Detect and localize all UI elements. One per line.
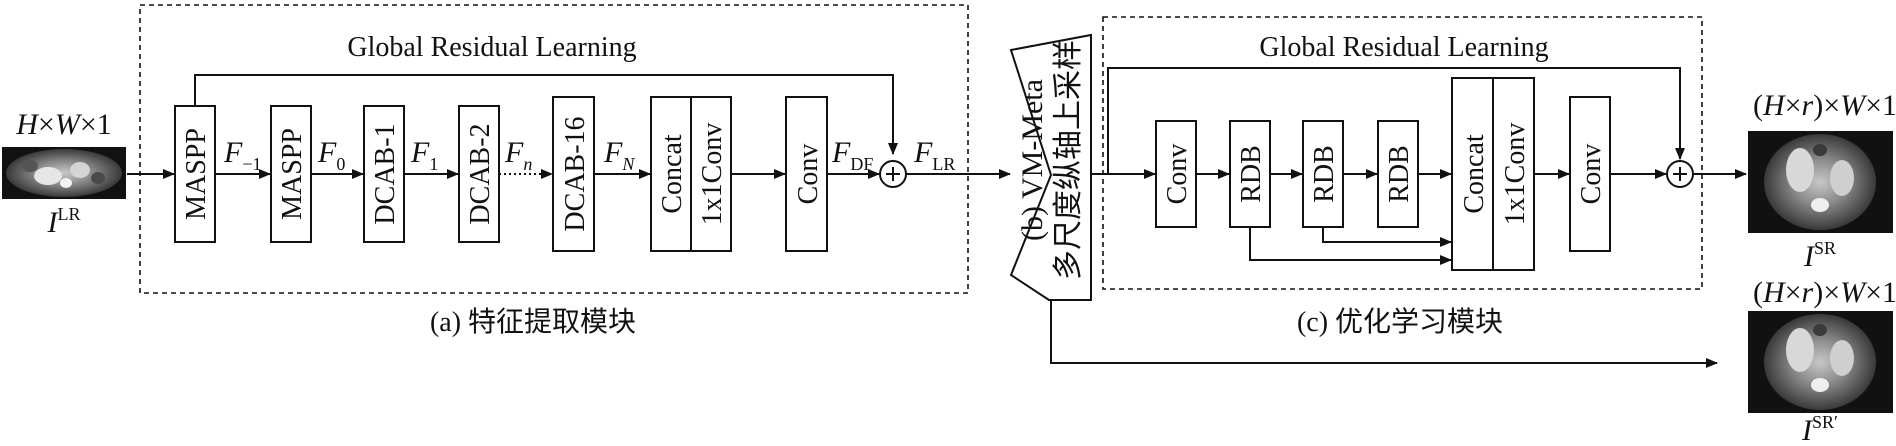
block-1x1conv-opt: 1x1Conv [1492, 77, 1535, 271]
output-sr-dims: (H×r)×W×1 [1753, 89, 1896, 122]
arrow-rdb2-skip [1322, 227, 1452, 247]
output-sr-label: ISR [1803, 238, 1836, 273]
block-rdb-2: RDB [1302, 120, 1344, 228]
optimization-residual-line [1107, 67, 1685, 174]
input-ct-image [2, 147, 126, 199]
input-label: ILR [46, 204, 80, 239]
arrow-rdb1-skip [1249, 227, 1452, 265]
svg-text:Conv: Conv [793, 144, 824, 205]
label-f1: F1 [410, 136, 438, 174]
block-rdb-1: RDB [1229, 120, 1271, 228]
label-fN: FN [603, 136, 635, 174]
svg-text:DCAB-1: DCAB-1 [370, 123, 401, 224]
optimization-module-caption: (c) 优化学习模块 [1297, 306, 1503, 338]
block-dcab-1: DCAB-1 [363, 105, 405, 243]
svg-text:1x1Conv: 1x1Conv [1500, 123, 1531, 226]
feature-global-residual-label: Global Residual Learning [347, 32, 636, 63]
output-srprime-ct-image [1748, 311, 1893, 413]
output-srprime-label: ISR′ [1801, 412, 1838, 446]
vm-meta-upsample-block: (b) VM-Meta 多尺度纵轴上采样 [1009, 33, 1092, 301]
label-fDF: FDF [831, 136, 873, 174]
svg-text:Concat: Concat [657, 134, 688, 214]
block-concat-opt: Concat [1451, 77, 1494, 271]
svg-text:MASPP: MASPP [181, 128, 212, 220]
output-sr-ct-image [1748, 131, 1893, 233]
feature-residual-line [194, 74, 898, 155]
svg-text:Conv: Conv [1162, 144, 1193, 205]
svg-text:1x1Conv: 1x1Conv [697, 123, 728, 226]
optimization-residual-add-icon [1666, 160, 1694, 188]
label-f-minus1: F−1 [223, 136, 261, 174]
svg-text:RDB: RDB [1236, 145, 1267, 203]
feature-residual-add-icon [879, 160, 907, 188]
label-fLR: FLR [913, 136, 955, 174]
svg-text:Conv: Conv [1576, 144, 1607, 205]
block-rdb-3: RDB [1377, 120, 1419, 228]
block-maspp-2: MASPP [270, 105, 312, 243]
block-dcab-16: DCAB-16 [552, 96, 595, 252]
input-dims: H×W×1 [15, 108, 112, 141]
svg-text:(b) VM-Meta: (b) VM-Meta [1016, 79, 1049, 241]
optimization-module-frame [1102, 16, 1703, 290]
svg-text:多尺度纵轴上采样: 多尺度纵轴上采样 [1052, 40, 1085, 280]
block-maspp-1: MASPP [174, 105, 216, 243]
svg-text:DCAB-16: DCAB-16 [560, 116, 591, 231]
block-1x1conv-feature: 1x1Conv [690, 96, 732, 252]
block-concat-feature: Concat [650, 96, 692, 252]
feature-module-frame [139, 4, 969, 294]
optimization-global-residual-label: Global Residual Learning [1259, 32, 1548, 63]
block-conv-opt-1: Conv [1155, 120, 1197, 228]
label-f0: F0 [317, 136, 345, 174]
label-fn: Fn [504, 136, 532, 174]
block-conv-opt-2: Conv [1569, 96, 1611, 252]
arrow-upsample-to-srprime [1050, 300, 1718, 368]
block-dcab-2: DCAB-2 [458, 105, 500, 243]
feature-module-caption: (a) 特征提取模块 [430, 306, 636, 338]
block-conv-feature: Conv [785, 96, 828, 252]
output-srprime-dims: (H×r)×W×1 [1753, 276, 1896, 309]
svg-text:MASPP: MASPP [277, 128, 308, 220]
svg-text:DCAB-2: DCAB-2 [465, 123, 496, 224]
svg-text:Concat: Concat [1459, 134, 1490, 214]
svg-text:RDB: RDB [1384, 145, 1415, 203]
svg-text:RDB: RDB [1309, 145, 1340, 203]
